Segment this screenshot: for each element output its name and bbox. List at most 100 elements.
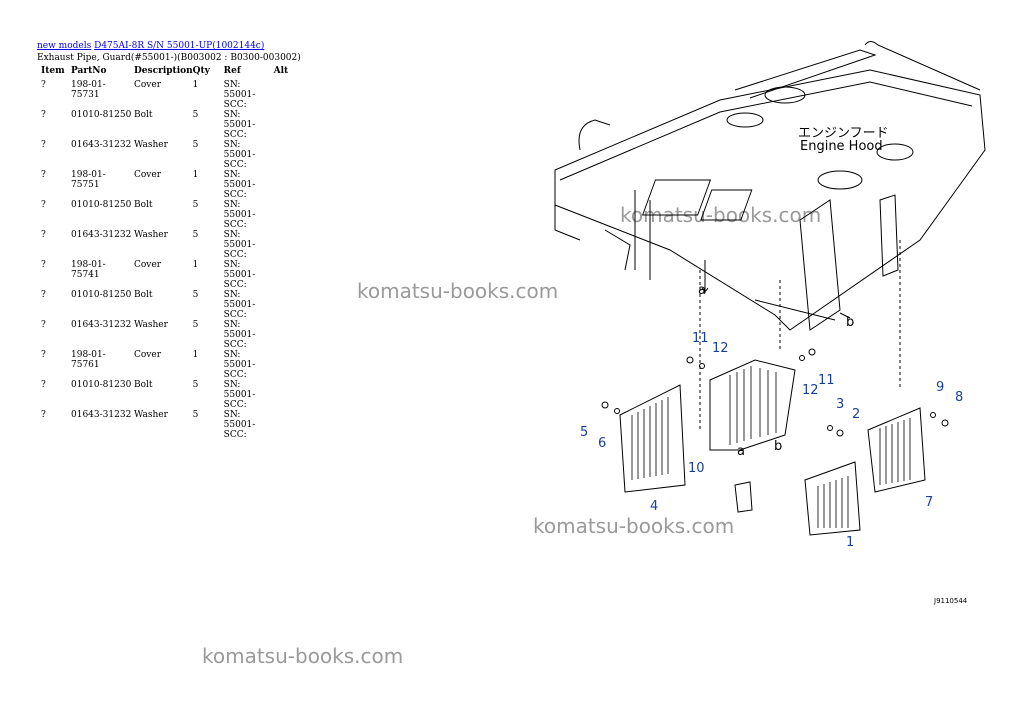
cover-4-panel xyxy=(619,384,686,493)
cell-ref: SN: 55001-SCC: xyxy=(223,140,256,170)
header-description: Description xyxy=(134,66,193,76)
guard-panels xyxy=(619,359,926,536)
cell-description: Bolt xyxy=(134,290,153,300)
cell-qty: 1 xyxy=(192,260,199,270)
cell-alt xyxy=(274,170,294,200)
cell-description: Washer xyxy=(134,140,168,150)
cell-item: ? xyxy=(41,140,46,150)
cover-1-panel xyxy=(804,461,861,536)
cell-description: Bolt xyxy=(134,380,153,390)
cell-description: Cover xyxy=(134,260,162,270)
cell-alt xyxy=(274,200,294,230)
hood-label-en: Engine Hood xyxy=(800,139,883,154)
callout-7: 7 xyxy=(925,495,933,510)
cell-item: ? xyxy=(41,110,46,120)
cell-alt xyxy=(274,290,294,320)
cell-ref: SN: 55001-SCC: xyxy=(223,290,256,320)
cell-qty: 5 xyxy=(192,230,199,240)
cell-item: ? xyxy=(41,320,46,330)
cell-alt xyxy=(274,410,294,440)
cell-description: Cover xyxy=(134,350,162,360)
cell-item: ? xyxy=(41,410,46,420)
callout-3: 3 xyxy=(836,397,844,412)
cell-item: ? xyxy=(41,290,46,300)
cell-description: Bolt xyxy=(134,110,153,120)
parts-table: Item PartNo Description Qty Ref Alt ? 198… xyxy=(37,66,294,440)
cell-item: ? xyxy=(41,200,46,210)
cell-description: Washer xyxy=(134,410,168,420)
cell-qty: 5 xyxy=(192,200,199,210)
callout-labels: 1 2 3 4 5 6 7 8 9 10 11 12 11 12 a b a b… xyxy=(580,283,968,605)
cell-qty: 5 xyxy=(192,290,199,300)
header-alt: Alt xyxy=(273,66,289,76)
callout-6: 6 xyxy=(598,436,606,451)
callout-4: 4 xyxy=(650,499,658,514)
cell-alt xyxy=(274,230,294,260)
view-letter-a: a xyxy=(698,283,706,298)
callout-5: 5 xyxy=(580,425,588,440)
cell-description: Cover xyxy=(134,80,162,90)
cell-alt xyxy=(274,140,294,170)
cell-partno: 01643-31232 xyxy=(71,140,132,150)
bolt-icon xyxy=(808,348,816,356)
bolt-icon xyxy=(686,356,694,364)
callout-11: 11 xyxy=(692,331,709,346)
cell-ref: SN: 55001-SCC: xyxy=(223,230,256,260)
cell-alt xyxy=(274,320,294,350)
cell-ref: SN: 55001-SCC: xyxy=(223,80,256,110)
view-letter-b: b xyxy=(846,315,854,330)
cover-7-panel xyxy=(867,407,926,493)
cell-ref: SN: 55001-SCC: xyxy=(223,110,256,140)
callout-2: 2 xyxy=(852,407,860,422)
view-letter-a: a xyxy=(737,444,745,459)
breadcrumb-link-new-models[interactable]: new models xyxy=(37,41,92,51)
page-subtitle: Exhaust Pipe, Guard(#55001-)(B003002 : B… xyxy=(37,53,301,63)
watermark: komatsu-books.com xyxy=(533,514,735,538)
breadcrumb-link-model[interactable]: D475AI-8R S/N 55001-UP(1002144c) xyxy=(94,41,265,51)
cell-partno: 01010-81250 xyxy=(71,200,132,210)
washer-icon xyxy=(614,408,620,414)
cover-10-panel xyxy=(709,359,796,451)
callout-10: 10 xyxy=(688,461,705,476)
cell-partno: 198-01-75751 xyxy=(71,170,106,190)
cell-qty: 5 xyxy=(192,410,199,420)
cell-partno: 198-01-75731 xyxy=(71,80,106,100)
cell-item: ? xyxy=(41,80,46,90)
cell-partno: 01643-31232 xyxy=(71,230,132,240)
cell-qty: 5 xyxy=(192,140,199,150)
hood-label-jp: エンジンフード xyxy=(798,126,889,141)
callout-9: 9 xyxy=(936,380,944,395)
washer-icon xyxy=(799,355,805,361)
cell-ref: SN: 55001-SCC: xyxy=(223,170,256,200)
breadcrumb: new models D475AI-8R S/N 55001-UP(100214… xyxy=(37,41,264,51)
cell-description: Washer xyxy=(134,230,168,240)
cell-item: ? xyxy=(41,230,46,240)
panel-louvers xyxy=(631,366,911,528)
callout-8: 8 xyxy=(955,390,963,405)
cell-description: Bolt xyxy=(134,200,153,210)
cell-item: ? xyxy=(41,260,46,270)
bracket-a xyxy=(734,481,753,513)
header-qty: Qty xyxy=(192,66,210,76)
header-partno: PartNo xyxy=(71,66,107,76)
cell-qty: 1 xyxy=(192,170,199,180)
cell-ref: SN: 55001-SCC: xyxy=(223,200,256,230)
parts-table-header: Item PartNo Description Qty Ref Alt xyxy=(37,66,294,80)
cell-qty: 1 xyxy=(192,350,199,360)
exploded-parts-diagram: エンジンフード Engine Hood 1 2 3 4 5 6 7 8 9 1 xyxy=(554,41,986,605)
cell-qty: 5 xyxy=(192,320,199,330)
washer-icon xyxy=(699,363,705,369)
cell-ref: SN: 55001-SCC: xyxy=(223,410,256,440)
callout-12: 12 xyxy=(802,383,819,398)
bolts-and-washers xyxy=(601,348,949,437)
cell-alt xyxy=(274,380,294,410)
cell-ref: SN: 55001-SCC: xyxy=(223,260,256,290)
